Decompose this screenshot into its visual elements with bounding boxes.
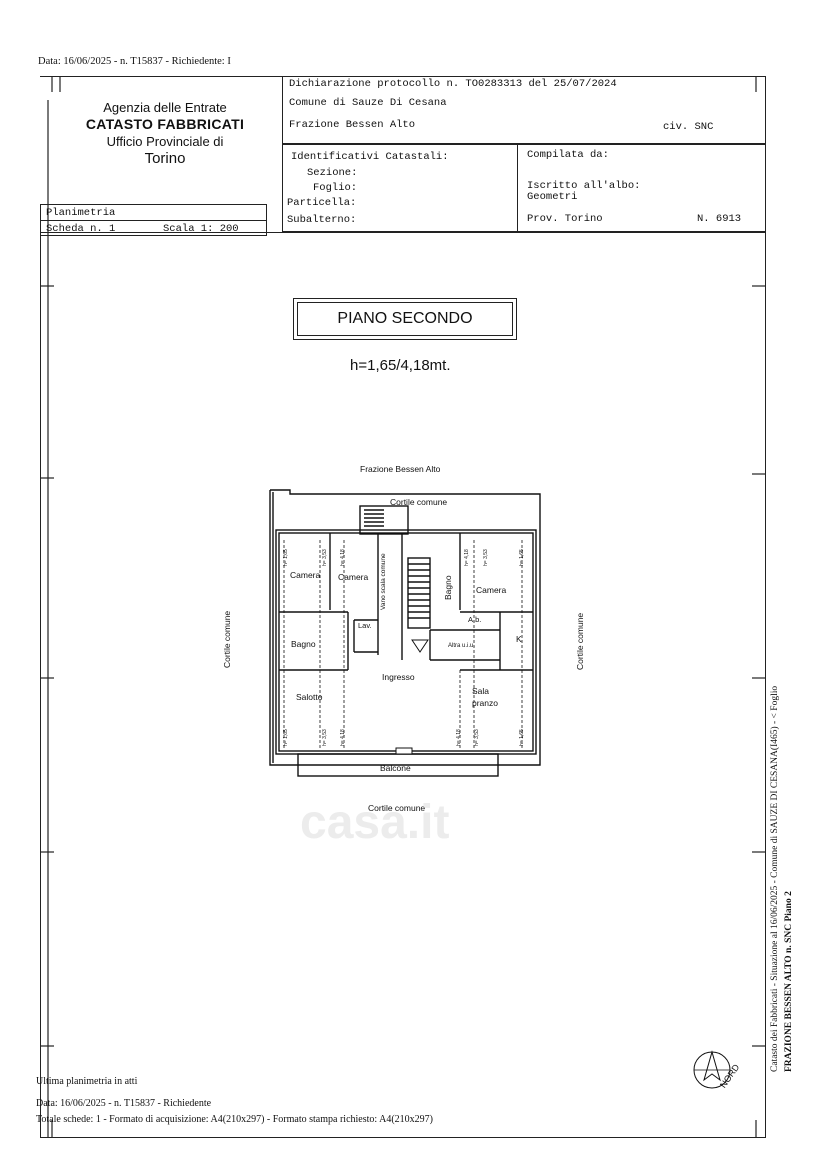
room-camera-2: Camera bbox=[338, 572, 369, 582]
ufficio-label: Ufficio Provinciale di bbox=[106, 133, 224, 149]
planimetria-divider bbox=[41, 220, 266, 221]
frazione-line: Frazione Bessen Alto bbox=[289, 119, 416, 131]
h-tag-353-c: h= 3,53 bbox=[322, 729, 328, 746]
frazione-label: Frazione Bessen Alto bbox=[360, 464, 441, 474]
planimetria-box: Planimetria Scheda n. 1 Scala 1: 200 bbox=[40, 204, 267, 236]
plan-height: h=1,65/4,18mt. bbox=[350, 357, 451, 374]
scala-label: Scala 1: 200 bbox=[163, 223, 239, 235]
ufficio-city: Torino bbox=[144, 150, 186, 167]
room-ab: A.b. bbox=[468, 615, 482, 624]
room-k: K bbox=[516, 634, 522, 644]
h-tag-418-d: h= 4,18 bbox=[456, 729, 462, 746]
h-tag-353-a: h= 3,53 bbox=[322, 549, 328, 566]
room-ingresso: Ingresso bbox=[382, 672, 415, 682]
iscritto-label: Iscritto all'albo: bbox=[527, 180, 641, 192]
cortile-bottom-label: Cortile comune bbox=[368, 803, 426, 813]
cortile-right-label: Cortile comune bbox=[575, 612, 585, 670]
watermark: casa.it bbox=[300, 796, 450, 849]
numero-label: N. 6913 bbox=[697, 213, 742, 225]
room-bagno-2: Bagno bbox=[443, 575, 453, 600]
scheda-label: Scheda n. 1 bbox=[46, 223, 116, 235]
room-altra-uiu: Altra u.i.u. bbox=[448, 643, 476, 649]
side-line-1: Catasto dei Fabbricati - Situazione al 1… bbox=[770, 685, 780, 1072]
room-vano-scala: Vano scala comune bbox=[380, 553, 387, 610]
plan-title-box: PIANO SECONDO bbox=[293, 298, 517, 340]
catasto-title: CATASTO FABBRICATI bbox=[85, 116, 245, 133]
side-line-2: FRAZIONE BESSEN ALTO n. SNC Piano 2 bbox=[784, 891, 794, 1072]
subalterno-label: Subalterno: bbox=[287, 214, 357, 226]
planimetria-label: Planimetria bbox=[46, 207, 116, 219]
identificativi-label: Identificativi Catastali: bbox=[291, 151, 449, 163]
room-sala: Sala bbox=[472, 686, 490, 696]
agency-block: Agenzia delle Entrate CATASTO FABBRICATI… bbox=[60, 100, 270, 169]
outer-frame bbox=[40, 232, 766, 1138]
sezione-label: Sezione: bbox=[307, 167, 358, 179]
particella-label: Particella: bbox=[287, 197, 357, 209]
north-arrow-icon bbox=[693, 1050, 731, 1089]
plan-title: PIANO SECONDO bbox=[337, 310, 473, 327]
room-salotto: Salotto bbox=[296, 692, 323, 702]
h-tag-418-b: h= 4,18 bbox=[464, 549, 470, 566]
cortile-top-label: Cortile comune bbox=[390, 497, 448, 507]
compilata-label: Compilata da: bbox=[527, 149, 609, 161]
room-balcone: Balcone bbox=[380, 763, 411, 773]
room-lav: Lav. bbox=[358, 621, 372, 630]
h-tag-418-c: h= 4,18 bbox=[340, 729, 346, 746]
h-tag-353-d: h= 3,53 bbox=[474, 729, 480, 746]
identificativi-box: Identificativi Catastali: Sezione: Fogli… bbox=[282, 144, 766, 232]
h-tag-165-c: h= 1,65 bbox=[283, 729, 289, 746]
footer-ultima: Ultima planimetria in atti bbox=[36, 1076, 138, 1087]
header-date-line: Data: 16/06/2025 - n. T15837 - Richieden… bbox=[38, 56, 231, 67]
h-tag-165-a: h= 1,65 bbox=[283, 549, 289, 566]
h-tag-418-a: h= 4,18 bbox=[340, 549, 346, 566]
geometri-label: Geometri bbox=[527, 191, 578, 203]
prov-label: Prov. Torino bbox=[527, 213, 603, 225]
foglio-label: Foglio: bbox=[313, 182, 358, 194]
cortile-left-label: Cortile comune bbox=[222, 610, 232, 668]
room-camera-3: Camera bbox=[476, 585, 507, 595]
h-tag-165-d: h= 1,65 bbox=[519, 729, 525, 746]
civ-line: civ. SNC bbox=[663, 121, 714, 133]
dichiarazione-line: Dichiarazione protocollo n. TO0283313 de… bbox=[289, 78, 617, 90]
plan-title-inner: PIANO SECONDO bbox=[297, 302, 513, 336]
room-bagno-1: Bagno bbox=[291, 639, 316, 649]
h-tag-165-b: h= 1,65 bbox=[519, 549, 525, 566]
footer-totale: Totale schede: 1 - Formato di acquisizio… bbox=[36, 1114, 433, 1125]
agency-name: Agenzia delle Entrate bbox=[103, 100, 227, 115]
room-pranzo: pranzo bbox=[472, 698, 498, 708]
dichiarazione-box: Dichiarazione protocollo n. TO0283313 de… bbox=[282, 76, 766, 144]
h-tag-353-b: h= 3,53 bbox=[483, 549, 489, 566]
footer-data-line: Data: 16/06/2025 - n. T15837 - Richieden… bbox=[36, 1098, 212, 1109]
id-divider bbox=[517, 145, 518, 231]
comune-line: Comune di Sauze Di Cesana bbox=[289, 97, 447, 109]
room-camera-1: Camera bbox=[290, 570, 321, 580]
floor-plan bbox=[269, 489, 541, 777]
